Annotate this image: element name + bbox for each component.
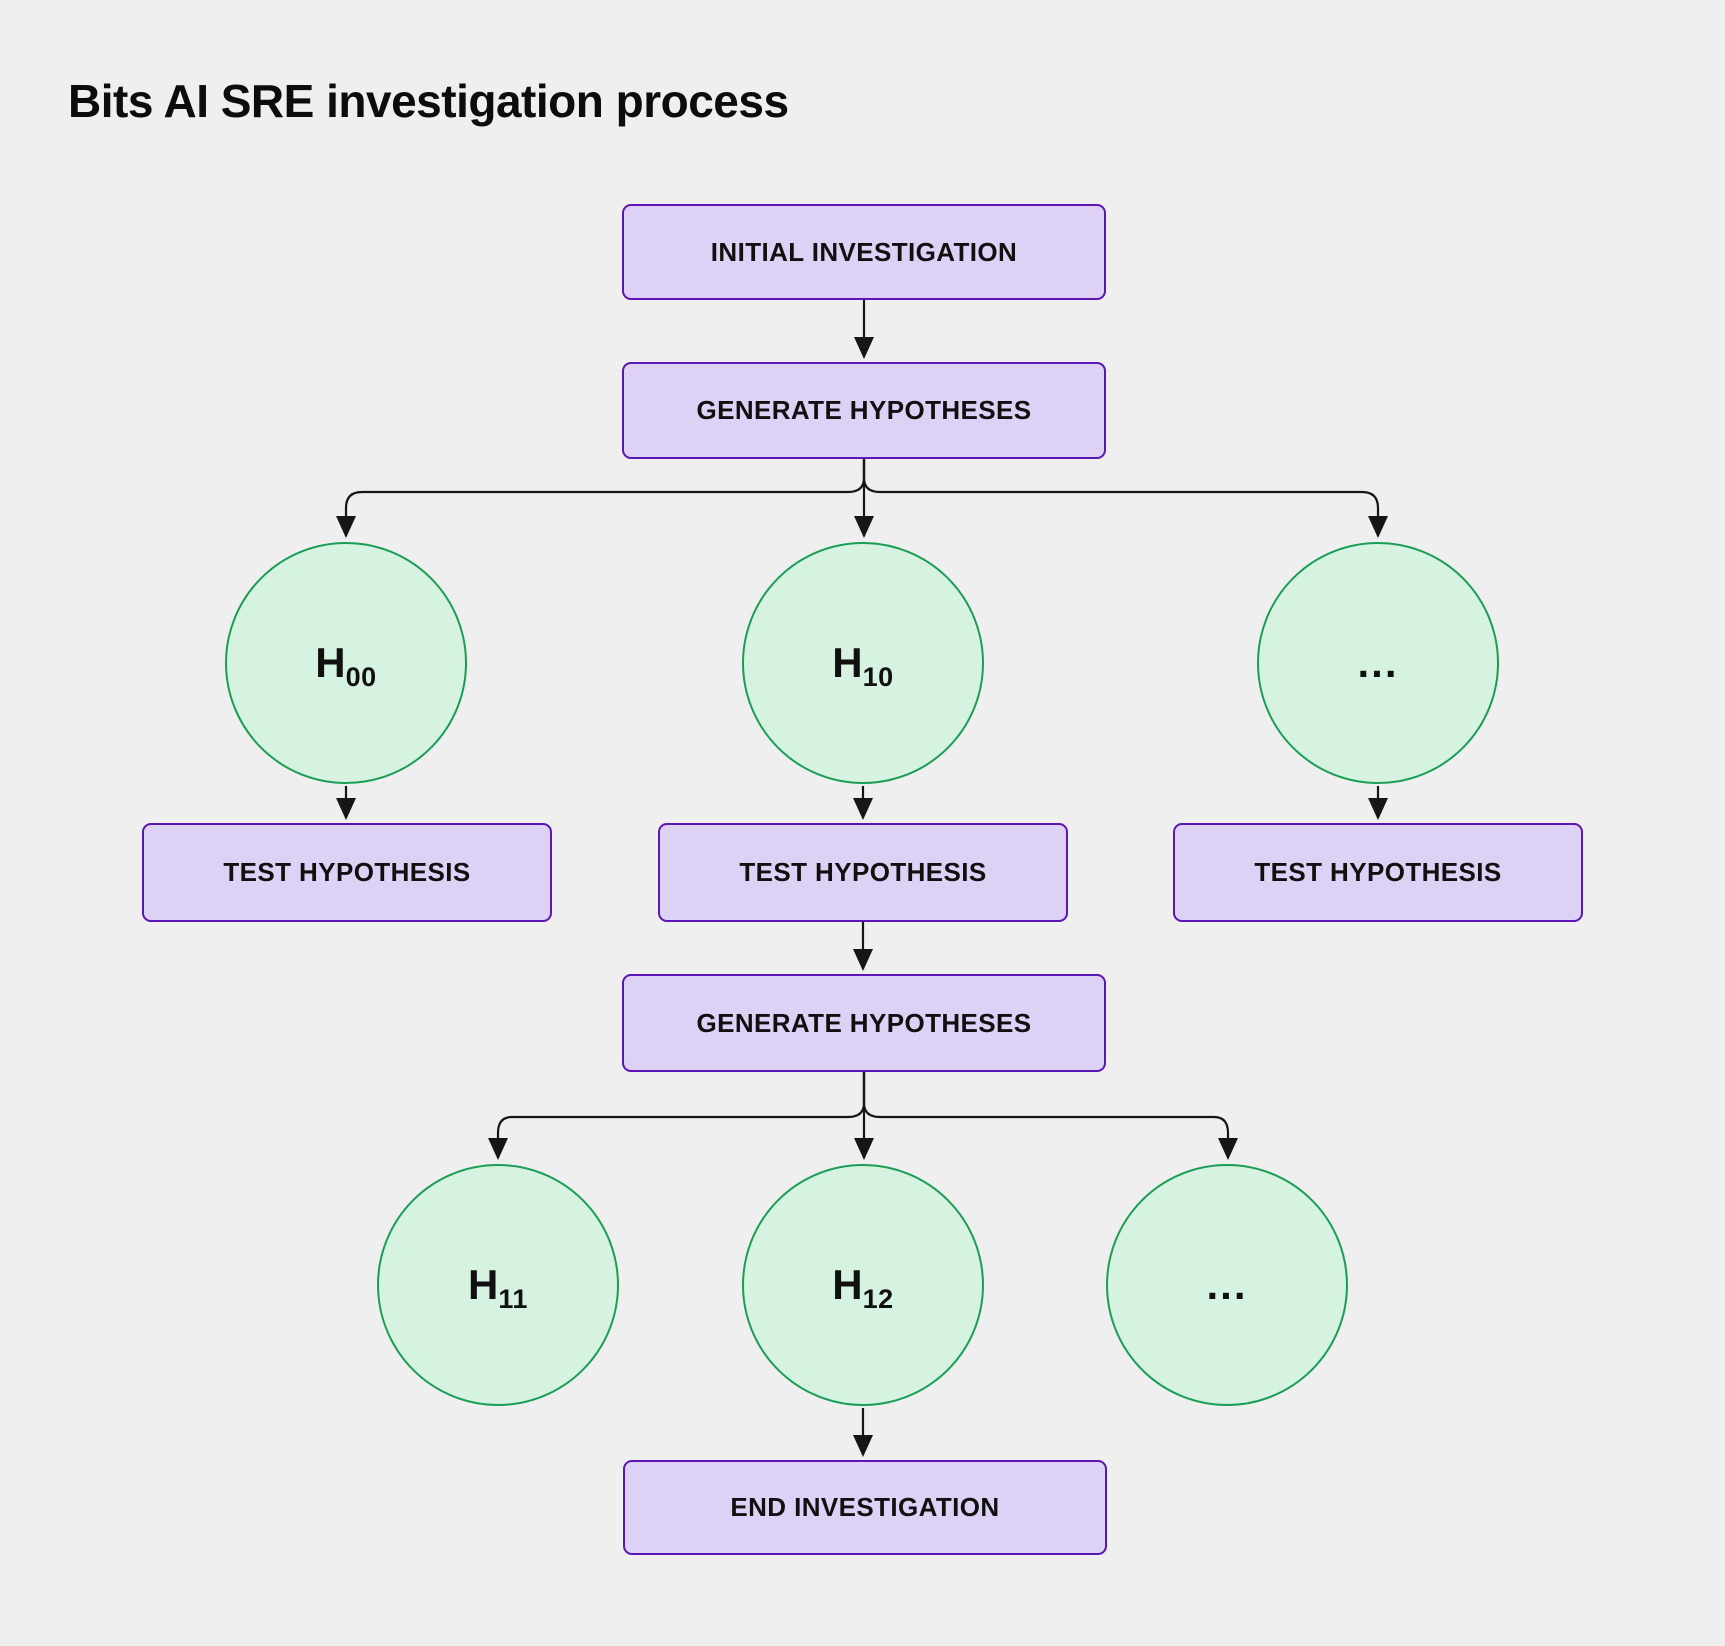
node-test-hypothesis-1: TEST HYPOTHESIS <box>142 823 552 922</box>
page-title: Bits AI SRE investigation process <box>68 75 789 127</box>
node-label: TEST HYPOTHESIS <box>1254 857 1502 887</box>
node-label: GENERATE HYPOTHESES <box>696 1007 1032 1038</box>
hypothesis-label: H12 <box>832 1261 893 1313</box>
hypothesis-symbol: H <box>832 639 863 686</box>
hypothesis-label: H11 <box>468 1261 528 1313</box>
node-label: TEST HYPOTHESIS <box>223 857 471 887</box>
node-hypothesis-h11: H11 <box>377 1164 619 1406</box>
node-hypothesis-more-2: ... <box>1106 1164 1348 1406</box>
node-label: GENERATE HYPOTHESES <box>696 395 1032 425</box>
hypothesis-subscript: 00 <box>345 662 377 692</box>
hypothesis-label: H10 <box>832 639 893 691</box>
node-label: TEST HYPOTHESIS <box>739 857 987 887</box>
node-test-hypothesis-2: TEST HYPOTHESIS <box>658 823 1068 922</box>
hypothesis-subscript: 10 <box>862 662 894 692</box>
node-generate-hypotheses-1: GENERATE HYPOTHESES <box>622 362 1106 459</box>
hypothesis-subscript: 12 <box>862 1284 894 1314</box>
edge-generate2-to-more2 <box>862 1072 1238 1160</box>
hypothesis-symbol: H <box>315 639 346 686</box>
node-end-investigation: END INVESTIGATION <box>623 1460 1107 1555</box>
node-hypothesis-more-1: ... <box>1257 542 1499 784</box>
node-hypothesis-h12: H12 <box>742 1164 984 1406</box>
node-initial-investigation: INITIAL INVESTIGATION <box>622 204 1106 300</box>
hypothesis-symbol: H <box>832 1261 863 1308</box>
node-label: END INVESTIGATION <box>730 1492 1000 1522</box>
node-label: INITIAL INVESTIGATION <box>710 236 1018 267</box>
hypothesis-label: H00 <box>315 639 376 691</box>
hypothesis-symbol: H <box>468 1261 499 1308</box>
edge-generate1-to-more1 <box>862 459 1388 538</box>
ellipsis-label: ... <box>1357 639 1399 686</box>
node-hypothesis-h10: H10 <box>742 542 984 784</box>
edge-generate1-to-h00 <box>336 459 866 538</box>
hypothesis-subscript: 11 <box>498 1284 528 1314</box>
node-hypothesis-h00: H00 <box>225 542 467 784</box>
node-generate-hypotheses-2: GENERATE HYPOTHESES <box>622 974 1106 1072</box>
ellipsis-label: ... <box>1206 1261 1248 1308</box>
node-test-hypothesis-3: TEST HYPOTHESIS <box>1173 823 1583 922</box>
edge-generate2-to-h11 <box>488 1072 866 1160</box>
